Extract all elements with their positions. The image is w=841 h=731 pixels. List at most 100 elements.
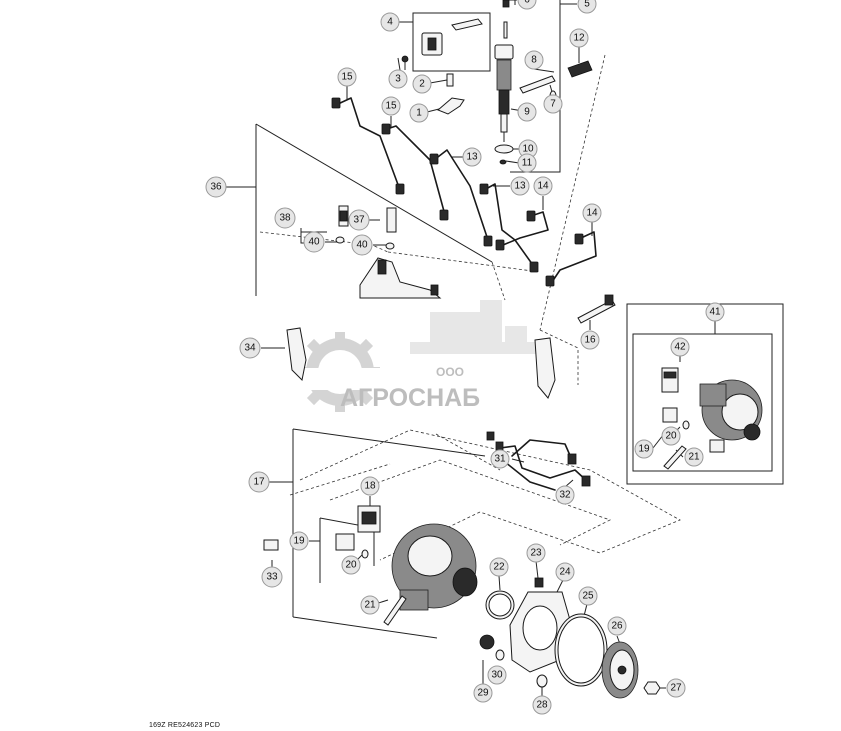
svg-text:14: 14: [586, 208, 598, 219]
svg-text:2: 2: [419, 79, 425, 90]
callout-13-upper: 13: [462, 147, 482, 167]
svg-text:14: 14: [537, 181, 549, 192]
svg-text:17: 17: [253, 477, 265, 488]
svg-text:28: 28: [536, 700, 548, 711]
svg-text:10: 10: [522, 144, 534, 155]
gear-part-26: [601, 641, 639, 699]
rail-assembly: [335, 205, 442, 299]
drawing-reference: 169Z RE524623 PCD: [149, 722, 221, 729]
svg-text:13: 13: [466, 152, 478, 163]
callout-30: 30: [487, 665, 507, 685]
svg-text:4: 4: [387, 17, 393, 28]
svg-text:37: 37: [353, 215, 365, 226]
leader-lines: [226, 0, 784, 697]
svg-text:15: 15: [385, 101, 397, 112]
callout-19-pump17: 19: [289, 531, 309, 551]
svg-text:32: 32: [559, 490, 571, 501]
svg-text:16: 16: [584, 335, 596, 346]
svg-text:6: 6: [524, 0, 530, 6]
callout-2: 2: [412, 74, 432, 94]
svg-text:38: 38: [279, 213, 291, 224]
center-tubes: [486, 337, 556, 441]
callout-1: 1: [409, 103, 429, 123]
svg-text:33: 33: [266, 572, 278, 583]
callout-12: 12: [569, 28, 589, 48]
callout-31: 31: [490, 449, 510, 469]
pump-assembly-17: [263, 505, 478, 626]
callout-42: 42: [670, 337, 690, 357]
svg-text:23: 23: [530, 548, 542, 559]
callout-20-pump41: 20: [661, 426, 681, 446]
svg-text:19: 19: [638, 444, 650, 455]
fuel-lines: [331, 97, 597, 287]
svg-text:21: 21: [364, 600, 376, 611]
callout-36: 36: [205, 176, 227, 198]
pin-part-2: [446, 73, 454, 87]
callout-26: 26: [607, 616, 627, 636]
callout-38: 38: [274, 207, 296, 229]
svg-text:5: 5: [584, 0, 590, 10]
svg-text:9: 9: [524, 107, 530, 118]
callout-22: 22: [489, 557, 509, 577]
callout-14-upper: 14: [533, 176, 553, 196]
callout-11: 11: [517, 153, 537, 173]
svg-text:36: 36: [210, 182, 222, 193]
callout-8: 8: [524, 50, 544, 70]
callout-27: 27: [666, 678, 686, 698]
watermark-gear-icon: [300, 332, 380, 412]
svg-text:1: 1: [416, 108, 422, 119]
callout-41: 41: [705, 302, 725, 322]
bolt-part-16: [577, 299, 616, 324]
svg-text:24: 24: [559, 567, 571, 578]
callout-15-lower: 15: [381, 96, 401, 116]
svg-text:3: 3: [395, 74, 401, 85]
callout-5: 5: [577, 0, 597, 14]
callout-24: 24: [555, 562, 575, 582]
gear-drive: [479, 577, 661, 699]
svg-text:7: 7: [550, 99, 556, 110]
callout-4: 4: [380, 12, 400, 32]
callout-28: 28: [532, 695, 552, 715]
callout-14-lower: 14: [582, 203, 602, 223]
pump-assembly-41: [661, 367, 763, 470]
svg-text:21: 21: [688, 452, 700, 463]
callout-7: 7: [543, 94, 563, 114]
watermark-large: АГРОСНАБ: [340, 384, 480, 412]
callout-20-pump17: 20: [341, 555, 361, 575]
return-lines: [495, 439, 591, 491]
sleeve-part-12: [567, 60, 593, 78]
svg-text:20: 20: [345, 560, 357, 571]
callout-6: 6: [517, 0, 537, 10]
callout-40-right: 40: [351, 234, 373, 256]
svg-text:34: 34: [244, 343, 256, 354]
svg-text:19: 19: [293, 536, 305, 547]
injector-part-9: [494, 44, 514, 142]
callouts: 6 5 4 12 8 3 15 2 7 15 9 1 10 13 11 36 1…: [205, 0, 725, 715]
callout-19-pump41: 19: [634, 439, 654, 459]
bracket-part-34: [286, 327, 307, 382]
phantom-lines: [259, 54, 681, 561]
callout-21-pump17: 21: [360, 595, 380, 615]
callout-18: 18: [360, 476, 380, 496]
watermark-small: ООО: [436, 365, 464, 379]
svg-text:42: 42: [674, 342, 686, 353]
svg-text:12: 12: [573, 33, 585, 44]
fitting-part-8: [519, 75, 556, 94]
svg-text:26: 26: [611, 621, 623, 632]
svg-text:11: 11: [522, 158, 533, 169]
svg-text:8: 8: [531, 55, 537, 66]
svg-text:25: 25: [582, 591, 594, 602]
callout-17: 17: [248, 471, 270, 493]
callout-32: 32: [555, 485, 575, 505]
svg-text:29: 29: [477, 688, 489, 699]
callout-21-pump41: 21: [684, 447, 704, 467]
callout-3: 3: [388, 69, 408, 89]
svg-text:18: 18: [364, 481, 376, 492]
svg-text:41: 41: [709, 307, 721, 318]
valve-part-37: [386, 207, 397, 233]
callout-33: 33: [261, 566, 283, 588]
callout-9: 9: [517, 102, 537, 122]
svg-text:27: 27: [670, 683, 682, 694]
injector-assembly: [401, 0, 593, 165]
